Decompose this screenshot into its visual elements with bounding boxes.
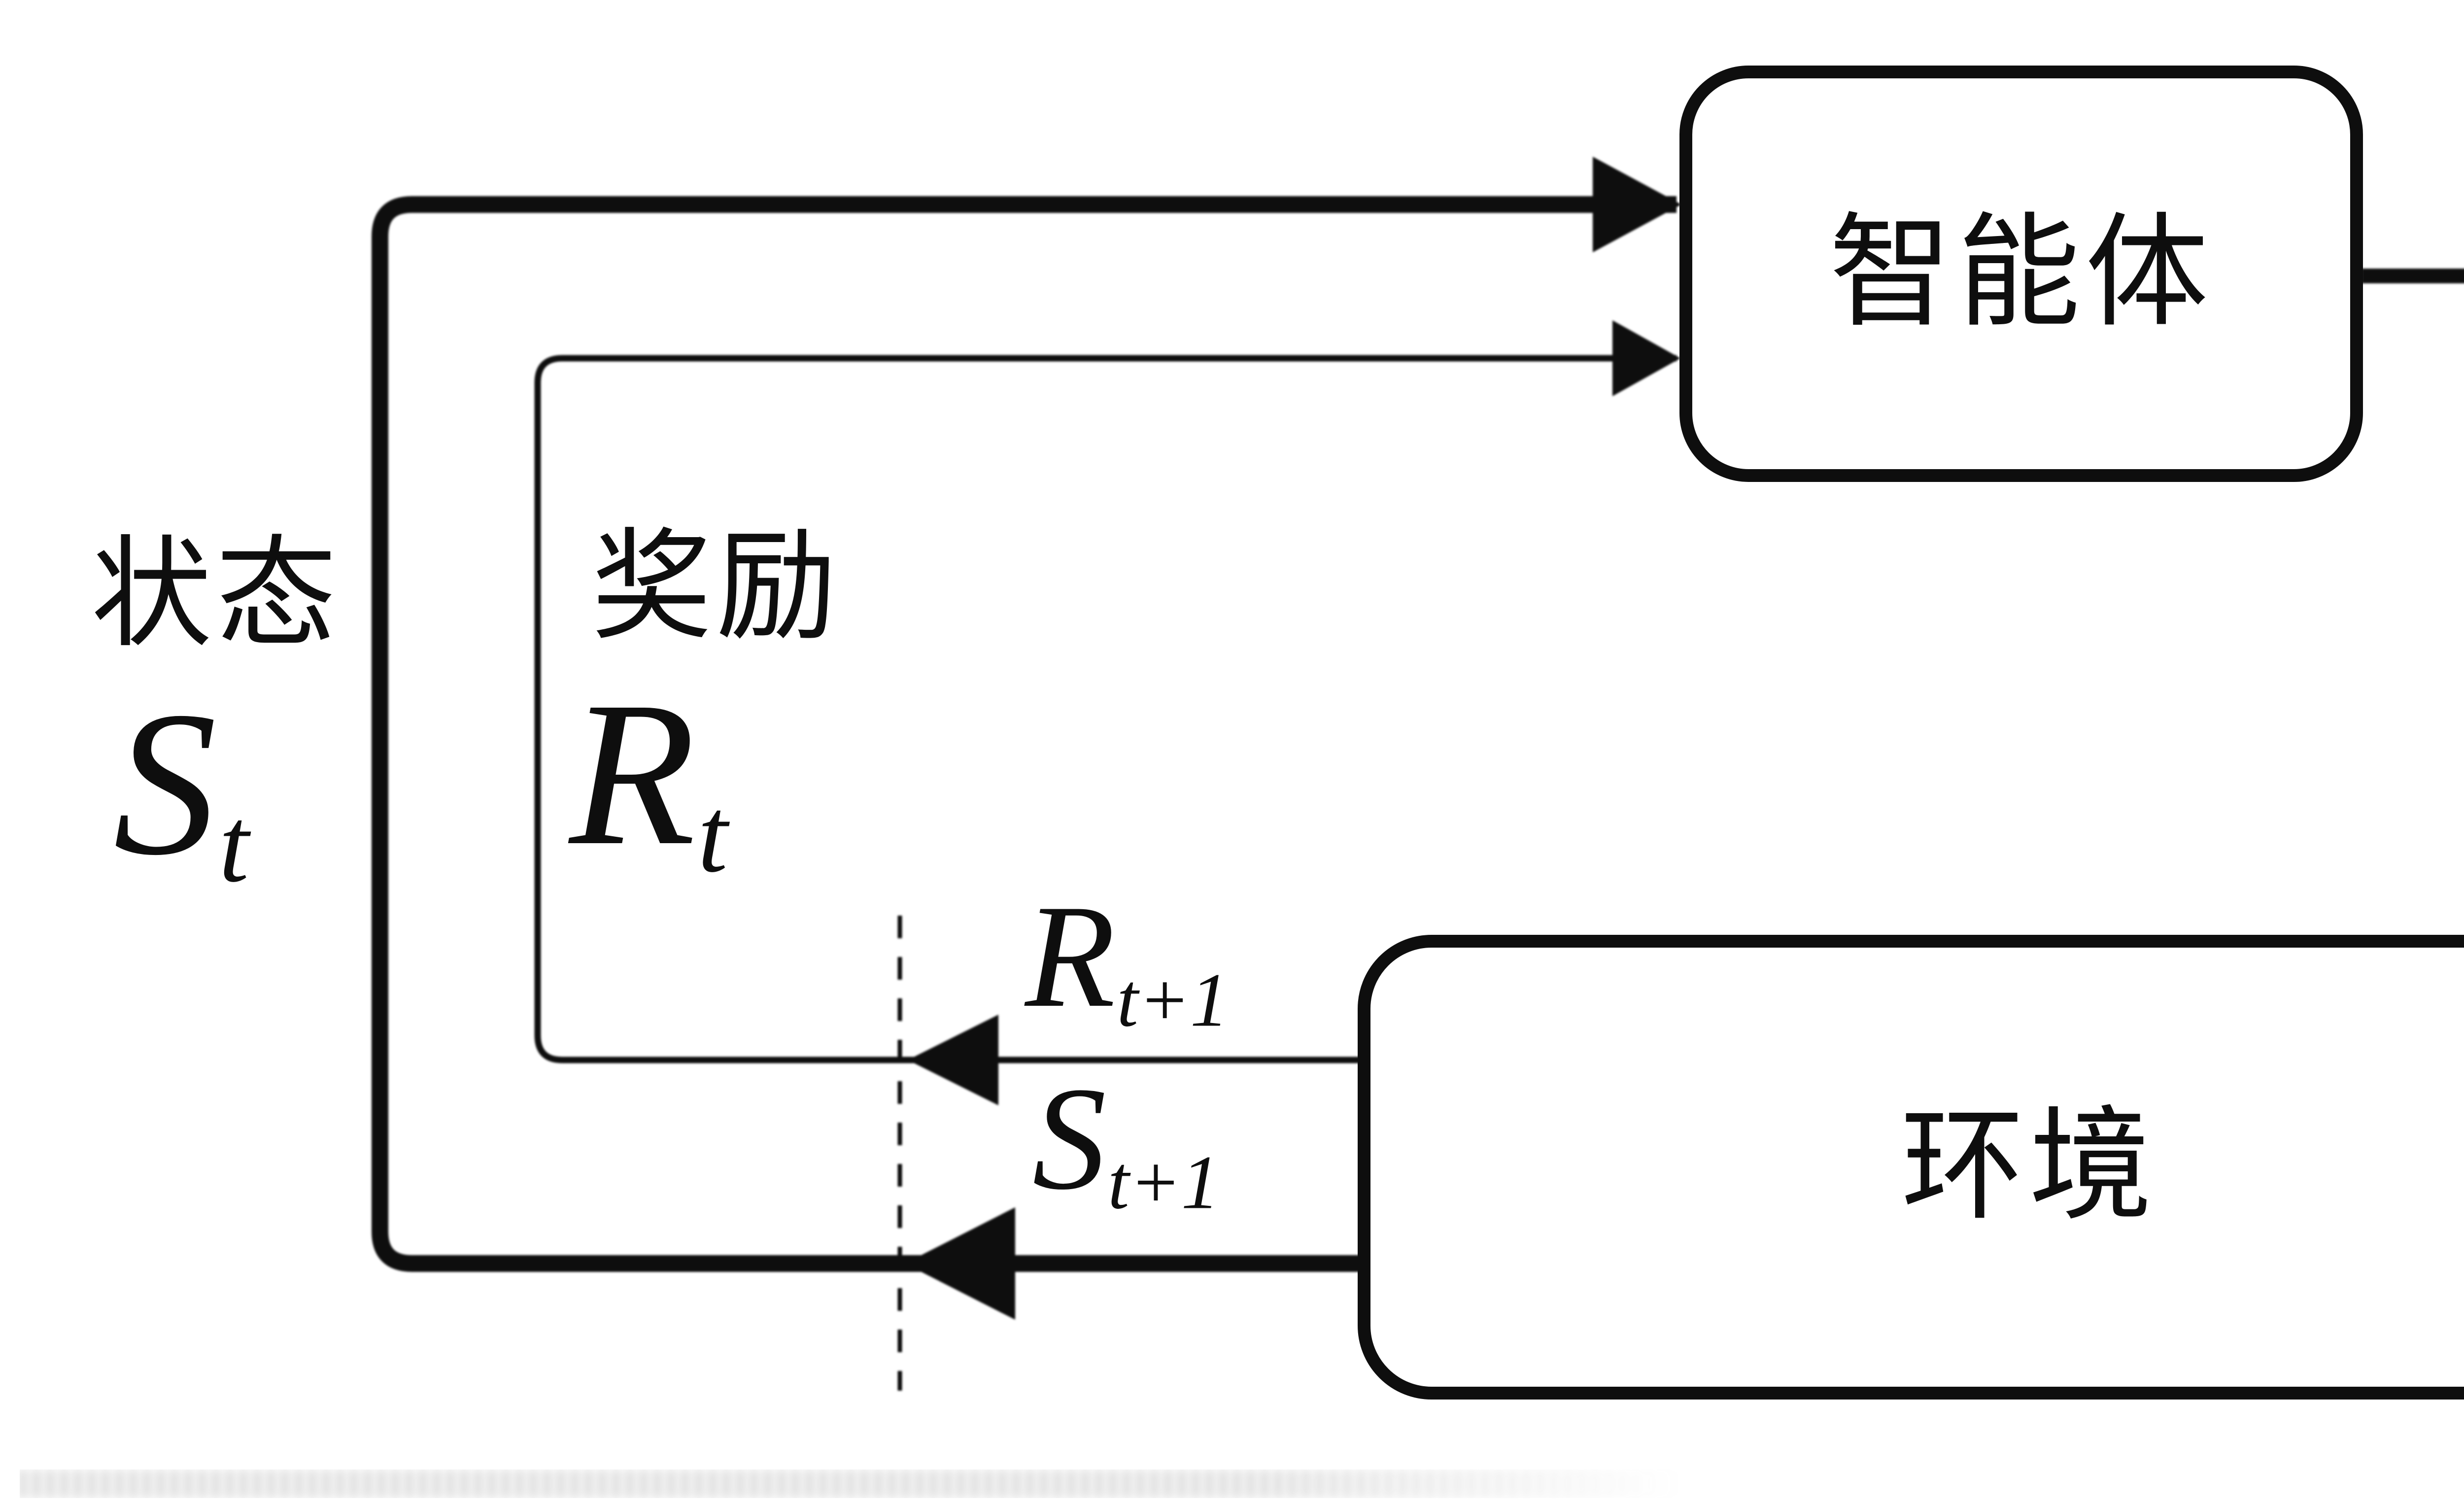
- cropped-caption-artifact: [20, 1469, 1685, 1498]
- next-reward-arrowhead: [908, 1015, 998, 1105]
- next-reward-symbol: Rt+1: [1025, 882, 1229, 1038]
- state-label: 状态: [91, 528, 341, 662]
- next-reward-letter: R: [1025, 874, 1116, 1038]
- reward-label: 奖励: [591, 521, 841, 654]
- state-symbol: St: [113, 680, 249, 899]
- state-symbol-letter: S: [113, 669, 217, 898]
- environment-label: 环境: [1901, 1098, 2157, 1235]
- reward-into-agent-arrowhead: [1612, 320, 1680, 396]
- next-reward-subscript: t+1: [1117, 957, 1229, 1043]
- next-state-letter: S: [1032, 1057, 1106, 1220]
- reward-symbol: Rt: [569, 670, 728, 889]
- state-into-agent-arrowhead: [1593, 157, 1681, 252]
- reward-symbol-letter: R: [569, 659, 696, 888]
- next-state-subscript: t+1: [1108, 1139, 1220, 1225]
- reward-loop-line: [534, 355, 1677, 1063]
- agent-label: 智能体: [1829, 205, 2214, 342]
- reward-symbol-subscript: t: [697, 775, 728, 895]
- next-state-arrowhead: [905, 1207, 1015, 1320]
- agent-box: 智能体: [1679, 66, 2363, 482]
- next-state-symbol: St+1: [1032, 1064, 1220, 1221]
- environment-box: 环境: [1358, 935, 2464, 1400]
- state-symbol-subscript: t: [219, 785, 249, 905]
- state-loop-line: [372, 196, 1677, 1272]
